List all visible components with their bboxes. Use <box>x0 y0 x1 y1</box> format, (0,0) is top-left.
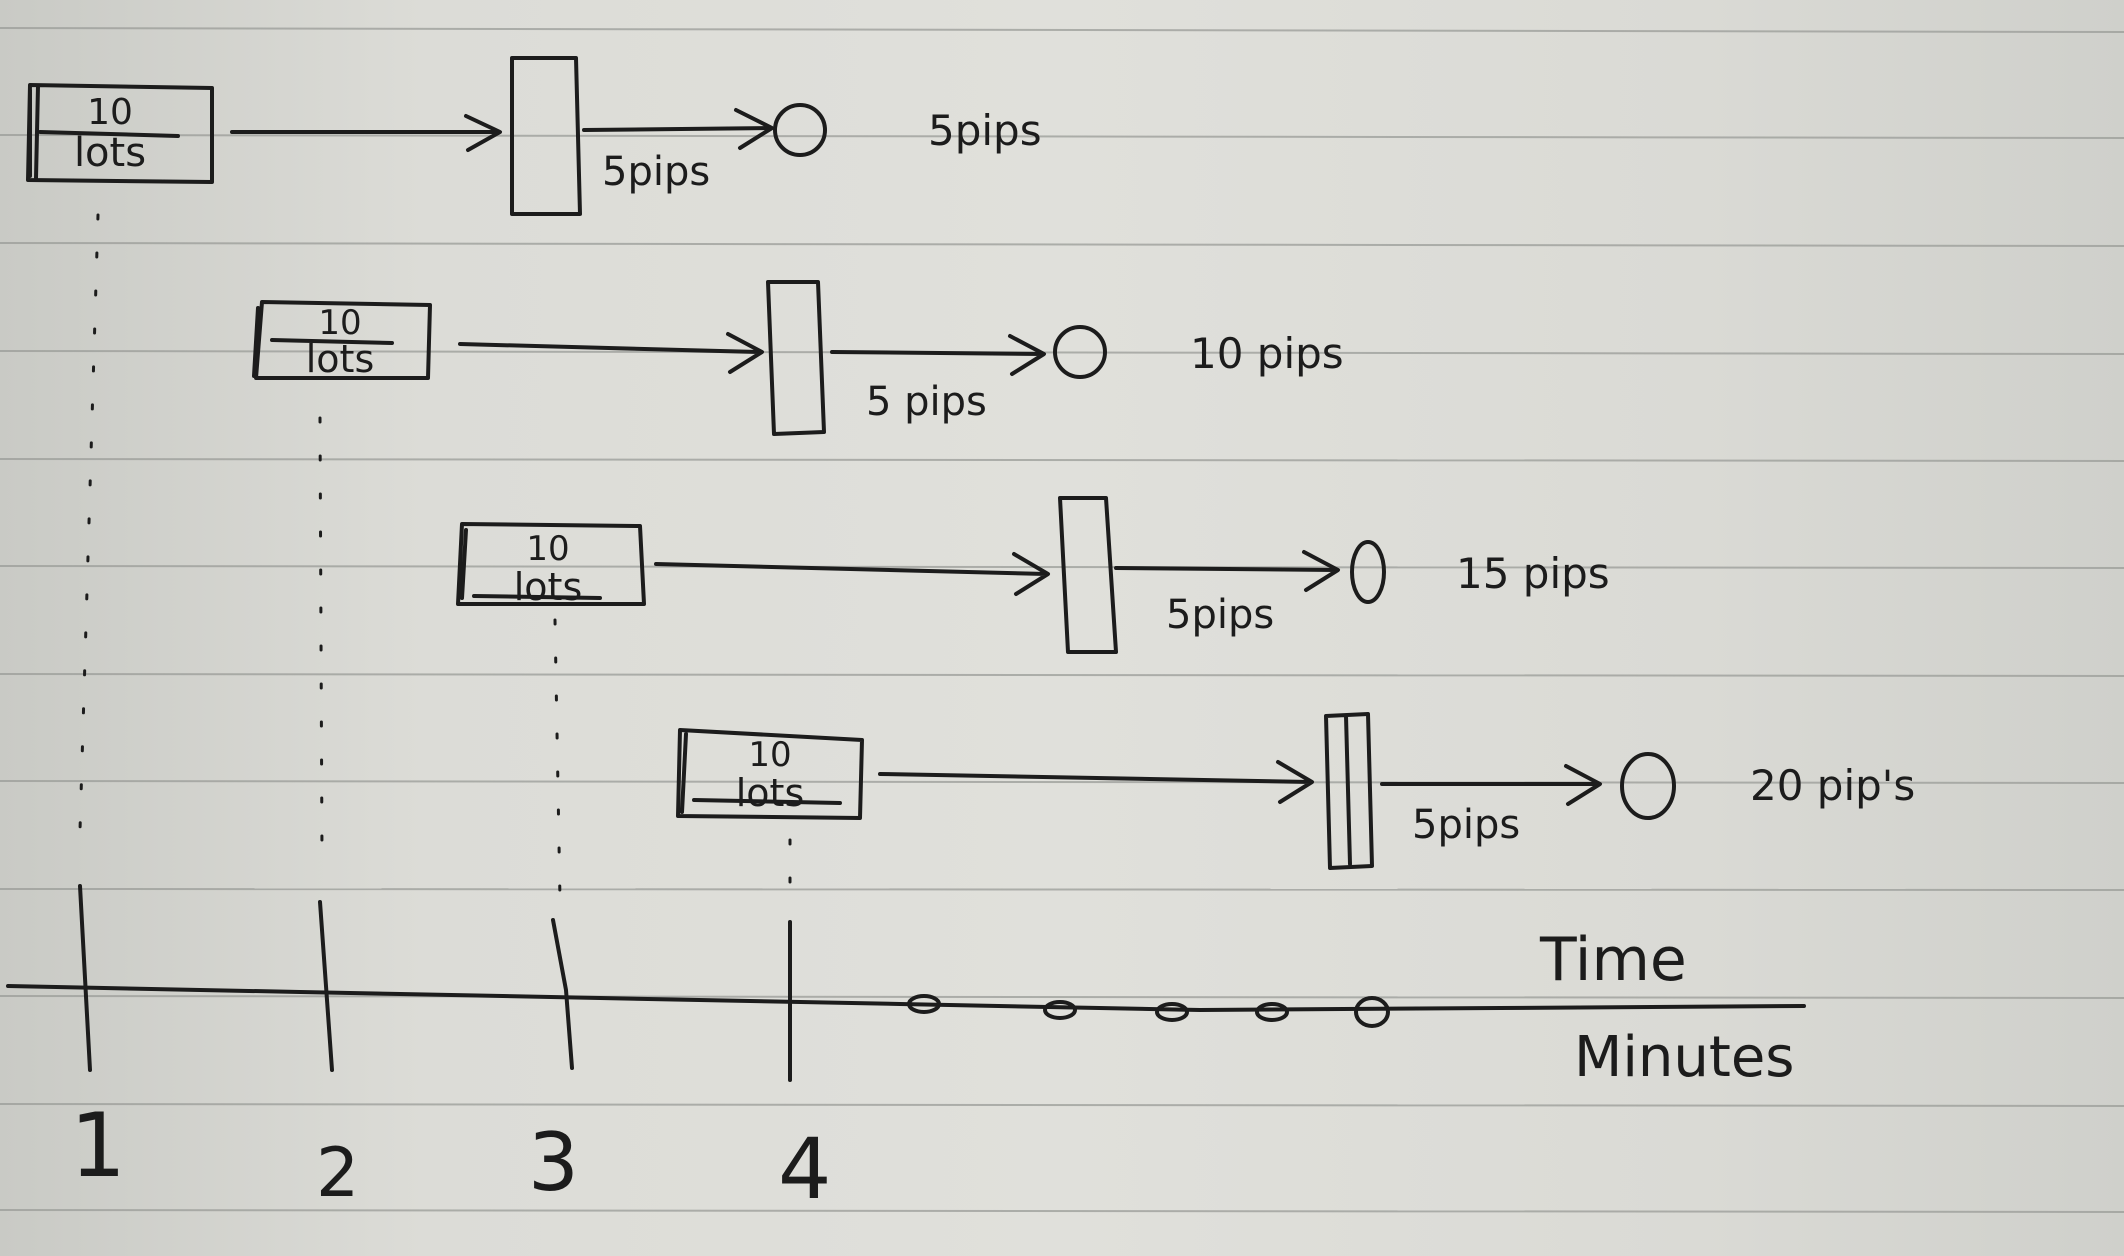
tick-1 <box>78 884 92 1072</box>
arrow <box>458 332 764 374</box>
lot-word: lots <box>514 565 583 609</box>
lot-box <box>252 300 432 380</box>
lot-word: lots <box>74 130 146 176</box>
total-label: 15 pips <box>1456 549 1610 598</box>
bar-marker <box>510 56 582 216</box>
bar-marker <box>766 280 826 436</box>
time-axis: Time Minutes 1 2 3 4 <box>6 884 1806 1218</box>
row-2: 10 lots 5 pips 10 pips <box>252 280 1344 436</box>
tick-label-1: 1 <box>70 1094 126 1197</box>
lot-number: 10 <box>526 529 569 569</box>
step-arrow <box>582 108 774 150</box>
exit-circle <box>1620 752 1676 820</box>
tick-label-3: 3 <box>528 1116 579 1209</box>
arrow <box>654 552 1050 596</box>
dotted-guides <box>78 213 792 902</box>
arrow <box>230 114 502 152</box>
bar-marker <box>1058 496 1118 654</box>
tick-3 <box>551 918 574 1070</box>
axis-dots <box>907 994 1390 1028</box>
step-arrow <box>1114 550 1340 592</box>
tick-label-2: 2 <box>316 1134 359 1213</box>
axis-line <box>6 984 1806 1012</box>
total-label: 5pips <box>928 106 1042 155</box>
lot-number: 10 <box>748 735 791 775</box>
arrow <box>878 760 1314 804</box>
bar-marker <box>1324 712 1374 870</box>
exit-circle <box>1350 540 1386 604</box>
exit-circle <box>1053 325 1107 379</box>
lot-number: 10 <box>87 92 133 133</box>
axis-label-time: Time <box>1539 925 1687 995</box>
total-label: 10 pips <box>1190 329 1344 378</box>
tick-label-4: 4 <box>778 1120 831 1218</box>
tick-2 <box>318 900 334 1072</box>
step-label: 5pips <box>1412 802 1520 848</box>
step-label: 5 pips <box>866 379 987 425</box>
lot-box <box>456 522 646 606</box>
lot-box <box>676 728 864 820</box>
step-label: 5pips <box>602 149 710 195</box>
lot-number: 10 <box>318 303 361 343</box>
total-label: 20 pip's <box>1750 761 1915 810</box>
axis-label-minutes: Minutes <box>1574 1025 1794 1090</box>
lot-box <box>26 83 214 184</box>
step-arrow <box>830 334 1046 376</box>
lot-word: lots <box>306 337 375 381</box>
row-3: 10 lots 5pips 15 pips <box>456 496 1610 654</box>
row-1: 10 lots 5pips 5pips <box>26 56 1042 216</box>
exit-circle <box>773 103 827 157</box>
lot-word: lots <box>736 771 805 815</box>
row-4: 10 lots 5pips 20 pip's <box>676 712 1915 870</box>
ruled-lines <box>0 27 2124 1213</box>
step-arrow <box>1380 764 1602 806</box>
step-label: 5pips <box>1166 592 1274 638</box>
